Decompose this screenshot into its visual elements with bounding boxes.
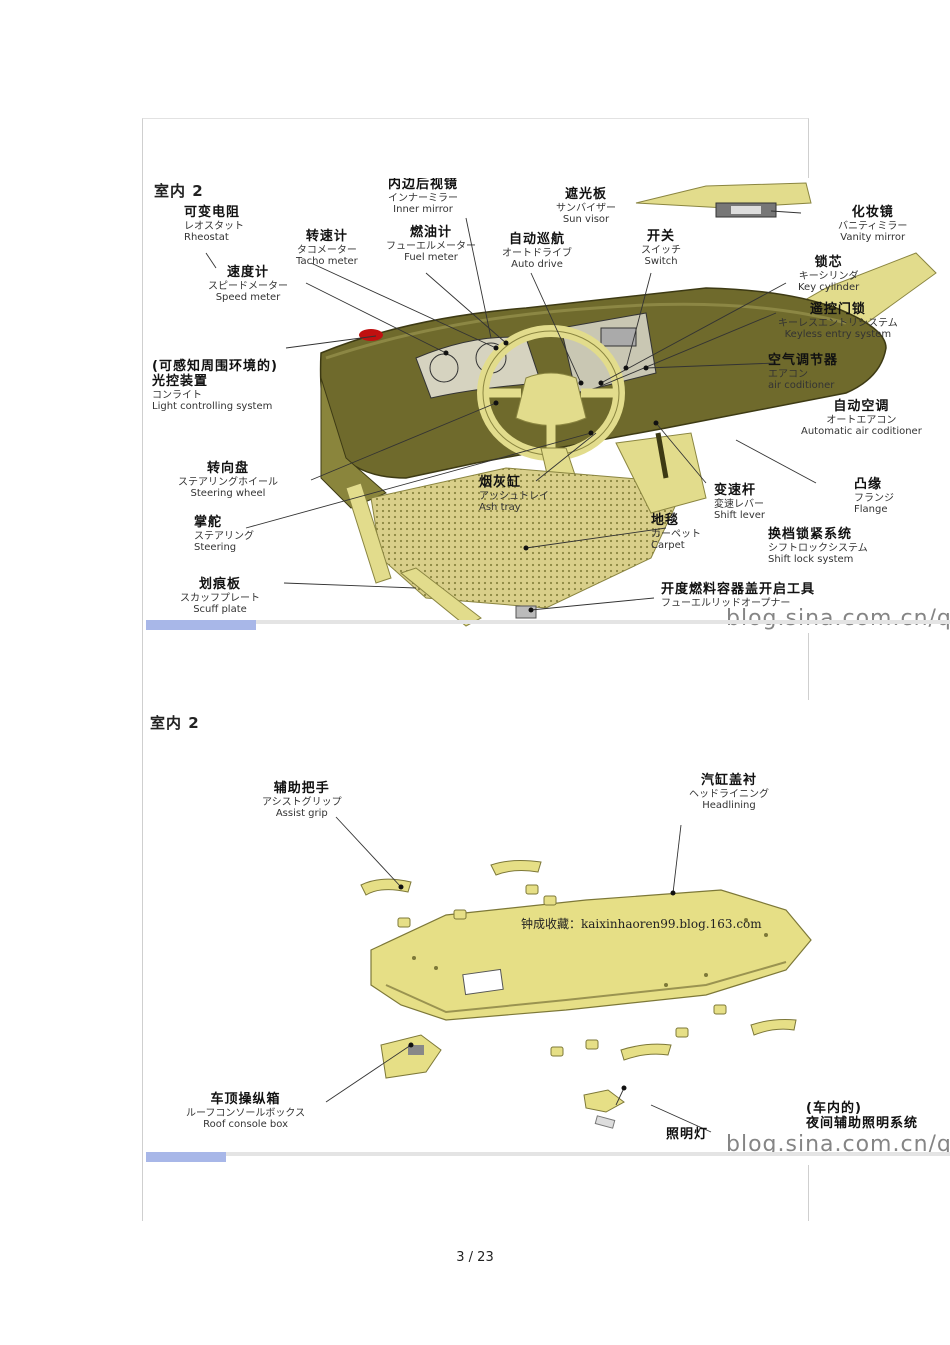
label-shift-lock: 换档锁紧系统 シフトロックシステム Shift lock system bbox=[768, 527, 868, 566]
page-number: 3 / 23 bbox=[456, 1250, 494, 1265]
label-flange: 凸缘 フランジ Flange bbox=[854, 477, 894, 516]
label-rheostat: 可变电阻 レオスタット Rheostat bbox=[184, 205, 244, 244]
label-speed-meter: 速度计 スピードメーター Speed meter bbox=[208, 265, 288, 304]
label-inner-mirror: 内边后视镜 インナーミラー Inner mirror bbox=[388, 178, 459, 216]
label-carpet: 地毯 カーペット Carpet bbox=[651, 513, 701, 552]
headlining-illustration bbox=[325, 816, 812, 1133]
section-title: 室内 2 bbox=[154, 182, 204, 200]
label-assist-grip: 辅助把手 アシストグリップ Assist grip bbox=[262, 781, 342, 820]
label-light-control: (可感知周围环境的) 光控装置 コンライト Light controlling … bbox=[152, 359, 278, 413]
label-steering-wheel: 转向盘 ステアリングホイール Steering wheel bbox=[178, 461, 278, 500]
scroll-thumb[interactable] bbox=[146, 1152, 226, 1162]
label-fuel-meter: 燃油计 フューエルメーター Fuel meter bbox=[386, 225, 476, 264]
scroll-thumb[interactable] bbox=[146, 620, 256, 630]
label-air-conditioner: 空气调节器 エアコン air coditioner bbox=[768, 353, 839, 392]
label-scuff-plate: 划痕板 スカッフプレート Scuff plate bbox=[180, 577, 260, 616]
label-switch: 开关 スイッチ Switch bbox=[641, 229, 681, 268]
section-title: 室内 2 bbox=[150, 714, 200, 732]
label-auto-drive: 自动巡航 オートドライブ Auto drive bbox=[502, 232, 572, 271]
label-ash-tray: 烟灰缸 アッシュトレイ Ash tray bbox=[479, 475, 549, 514]
interior-roof-panel: 室内 2 辅助把手 アシストグリップ Assist grip 汽缸盖衬 ヘッドラ… bbox=[146, 700, 950, 1165]
collection-stamp: 钟成收藏：kaixinhaoren99.blog.163.com bbox=[521, 917, 762, 931]
label-auto-ac: 自动空调 オートエアコン Automatic air coditioner bbox=[801, 399, 922, 438]
label-keyless-entry: 遥控门锁 キーレスエントリシステム Keyless entry system bbox=[778, 302, 898, 341]
scroll-track bbox=[146, 1152, 950, 1156]
label-lamp: 照明灯 bbox=[666, 1127, 709, 1142]
label-headlining: 汽缸盖衬 ヘッドライニング Headlining bbox=[689, 773, 769, 812]
watermark: blog.sina.com.cn/qc bbox=[726, 606, 950, 631]
label-night-lighting: (车内的) 夜间辅助照明系统 bbox=[806, 1101, 919, 1131]
interior-dashboard-panel: 室内 2 可变电阻 レオスタット Rheostat 速度计 スピードメーター S… bbox=[146, 178, 950, 633]
label-vanity-mirror: 化妆镜 バニティミラー Vanity mirror bbox=[838, 205, 908, 244]
label-shift-lever: 变速杆 変速レバー Shift lever bbox=[714, 483, 766, 522]
page-frame bbox=[142, 118, 809, 1221]
label-fuel-lid-opener: 开度燃料容器盖开启工具 フューエルリッドオープナー bbox=[661, 582, 816, 609]
label-roof-console: 车顶操纵箱 ルーフコンソールボックス Roof console box bbox=[186, 1092, 306, 1131]
scroll-track bbox=[146, 620, 950, 624]
label-sun-visor: 遮光板 サンバイザー Sun visor bbox=[556, 187, 616, 226]
label-steering: 掌舵 ステアリング Steering bbox=[194, 515, 254, 554]
label-tacho-meter: 转速计 タコメーター Tacho meter bbox=[296, 229, 358, 268]
dashboard-illustration bbox=[205, 182, 937, 627]
label-key-cylinder: 锁芯 キーシリンダ Key cylinder bbox=[798, 255, 860, 294]
